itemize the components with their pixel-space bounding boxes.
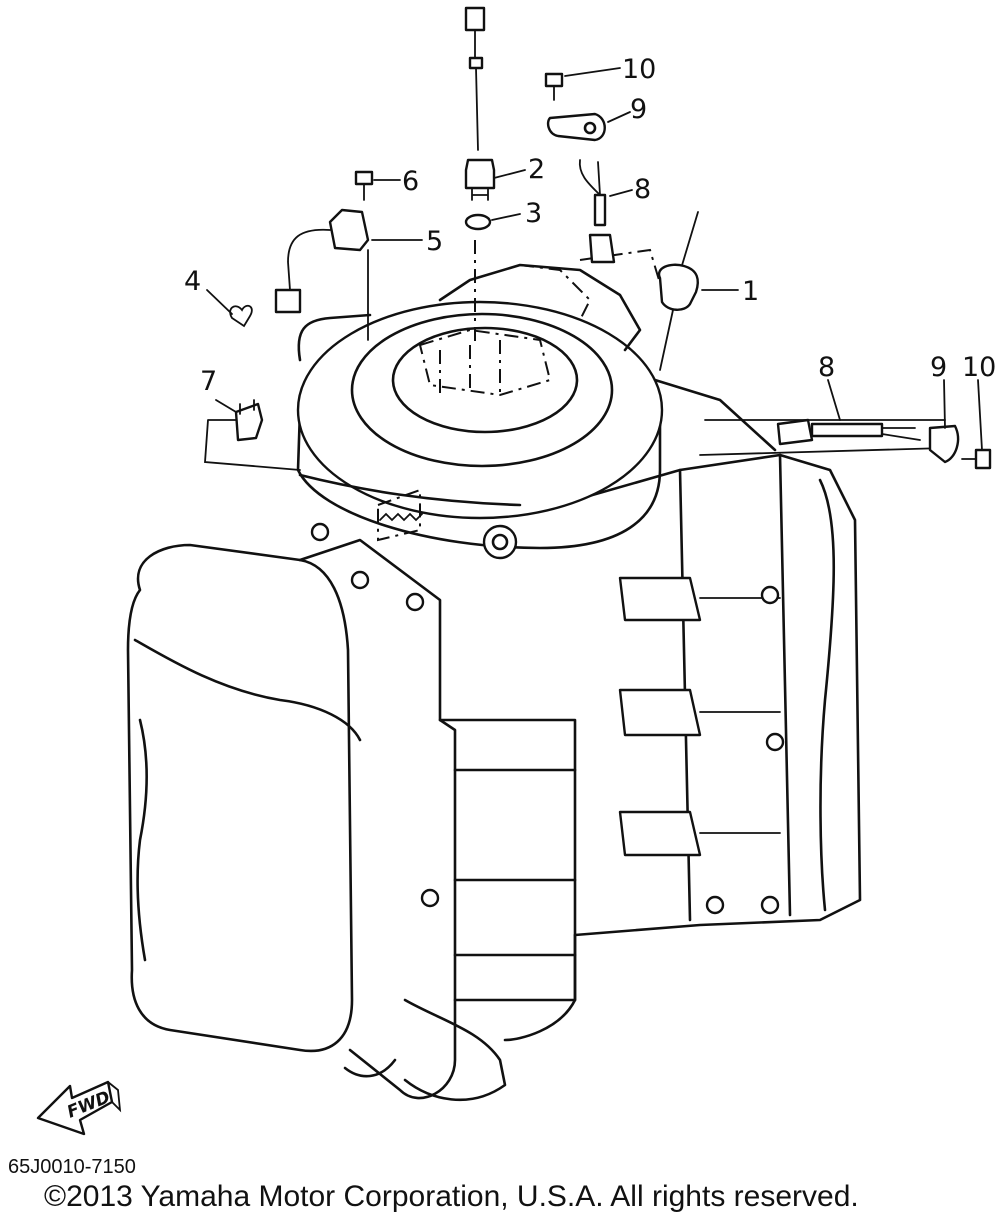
callout-6: 6 <box>402 166 419 197</box>
rectifier-part <box>274 208 370 314</box>
mounting-plate-part-top <box>546 112 606 142</box>
leader-lines <box>206 67 983 451</box>
callout-8-right: 8 <box>818 352 835 383</box>
callout-3: 3 <box>525 198 542 229</box>
callout-10-top: 10 <box>622 54 656 85</box>
callout-2: 2 <box>528 154 545 185</box>
callout-5: 5 <box>426 226 443 257</box>
bolt-part-6 <box>354 170 374 201</box>
document-number: 65J0010-7150 <box>8 1156 136 1178</box>
bolt-part-right <box>961 448 992 470</box>
flywheel-cover <box>296 240 666 560</box>
leader-line <box>699 447 946 456</box>
leader-line <box>204 419 301 471</box>
forward-arrow-icon: FWD <box>36 1080 122 1136</box>
washer-part <box>464 213 492 231</box>
callout-7: 7 <box>200 366 217 397</box>
pressure-switch-part-top <box>578 159 616 264</box>
callout-1: 1 <box>742 276 759 307</box>
cylinder-head-outline <box>438 263 642 352</box>
engine-block <box>126 453 862 1102</box>
callout-10-right: 10 <box>962 352 996 383</box>
clip-part <box>229 304 253 328</box>
copyright-notice: ©2013 Yamaha Motor Corporation, U.S.A. A… <box>44 1180 859 1213</box>
pressure-switch-part-right <box>776 418 921 446</box>
callout-9-right: 9 <box>930 352 947 383</box>
callout-4: 4 <box>184 266 201 297</box>
callout-8-top: 8 <box>634 174 651 205</box>
temperature-sensor-part <box>464 6 496 201</box>
callout-9-top: 9 <box>630 94 647 125</box>
callout-labels: 1 2 3 4 5 6 7 8 8 9 9 10 10 <box>184 54 996 397</box>
hidden-edge <box>519 264 592 321</box>
terminal-connector-part <box>234 399 264 442</box>
thermo-switch-part <box>657 211 699 371</box>
screw-part-top <box>544 72 564 101</box>
mounting-plate-part-right <box>928 424 960 464</box>
side-bracket <box>653 378 777 452</box>
